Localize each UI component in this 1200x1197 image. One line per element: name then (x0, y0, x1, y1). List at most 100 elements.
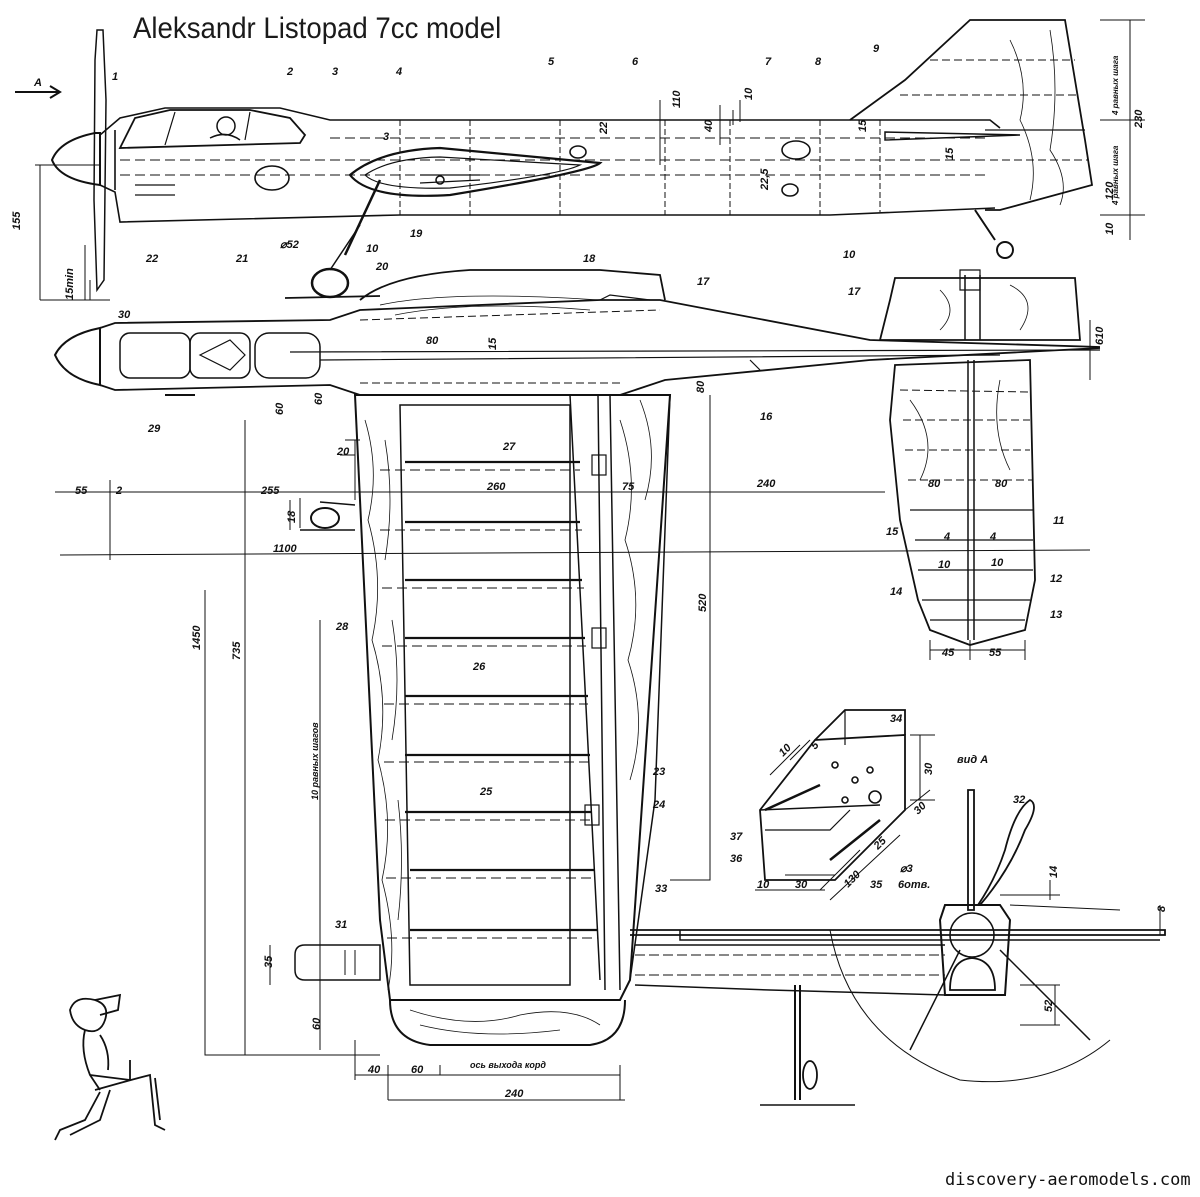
wing-dimensions (55, 320, 1091, 1101)
annotations: вид А А ось выхода корд 4 равных шага 4 … (33, 55, 1120, 1070)
dim-10b: 10 (1104, 222, 1116, 235)
cartoon-figure (54, 993, 166, 1141)
dim-4b: 4 (989, 531, 996, 543)
part-label-25: 25 (479, 786, 493, 798)
dim-25: 25 (871, 834, 889, 852)
dim-240b: 240 (504, 1088, 524, 1100)
dim-10g: 10 (757, 879, 770, 891)
dim-14: 14 (1048, 866, 1060, 878)
dim-8: 8 (1156, 905, 1168, 912)
dim-45: 45 (941, 647, 955, 659)
view-a-label: вид А (957, 754, 988, 766)
dim-230: 230 (1133, 109, 1145, 129)
part-label-17b: 17 (848, 286, 861, 298)
part-label-20: 20 (375, 261, 389, 273)
part-label-22: 22 (145, 253, 158, 265)
dim-255: 255 (260, 485, 280, 497)
side-view-fuselage (50, 19, 1094, 299)
arrow-a-label: А (33, 77, 42, 89)
part-label-31: 31 (335, 919, 347, 931)
equal-steps-label-top: 4 равных шага (1111, 55, 1120, 116)
part-label-3: 3 (332, 66, 338, 78)
dim-520: 520 (697, 593, 709, 612)
side-view-dimensions (35, 19, 1145, 301)
part-label-4: 4 (395, 66, 402, 78)
dim-6-holes: 6отв. (898, 879, 930, 891)
dim-15a: 15 (857, 119, 869, 132)
dim-40b: 40 (367, 1064, 381, 1076)
part-label-16: 16 (760, 411, 773, 423)
dim-735: 735 (231, 641, 243, 660)
part-label-27: 27 (502, 441, 516, 453)
dim-60b: 60 (274, 402, 286, 415)
part-label-12: 12 (1050, 573, 1062, 585)
dim-60c: 60 (311, 1017, 323, 1030)
dim-35a: 35 (263, 955, 275, 968)
dim-20: 20 (336, 446, 350, 458)
part-label-34: 34 (890, 713, 902, 725)
dim-80a: 80 (426, 335, 439, 347)
ten-steps-label: 10 равных шагов (310, 722, 320, 800)
part-label-21: 21 (235, 253, 248, 265)
tip-weight (294, 944, 381, 981)
view-a-arrow (15, 85, 62, 99)
cord-axis-label: ось выхода корд (470, 1060, 546, 1070)
part-label-24: 24 (652, 799, 665, 811)
part-label-6: 6 (632, 56, 639, 68)
dim-10a: 10 (743, 87, 755, 100)
part-label-17: 17 (697, 276, 710, 288)
part-label-9: 9 (873, 43, 880, 55)
part-label-26: 26 (472, 661, 486, 673)
part-label-2: 2 (286, 66, 293, 78)
dim-10e: 10 (991, 557, 1004, 569)
part-label-28: 28 (335, 621, 349, 633)
dim-75: 75 (622, 481, 635, 493)
dim-610: 610 (1094, 326, 1106, 345)
dim-260: 260 (486, 481, 506, 493)
top-view-fuselage (53, 269, 1101, 646)
dim-22-5: 22,5 (759, 168, 771, 191)
dim-30c: 30 (795, 879, 808, 891)
part-label-11: 11 (1053, 515, 1064, 527)
part-label-23: 23 (652, 766, 665, 778)
part-label-37: 37 (730, 831, 743, 843)
dim-3: 3 (383, 131, 389, 143)
dim-18: 18 (286, 510, 298, 523)
dim-80b: 80 (695, 380, 707, 393)
part-label-15: 15 (886, 526, 899, 538)
bellcrank-mount-detail (755, 709, 935, 901)
part-label-32: 32 (1013, 794, 1025, 806)
part-label-30: 30 (118, 309, 131, 321)
dim-60d: 60 (411, 1064, 424, 1076)
part-label-36: 36 (730, 853, 743, 865)
dim-4a: 4 (943, 531, 950, 543)
part-label-33: 33 (655, 883, 667, 895)
dim-120: 120 (1104, 181, 1116, 200)
part-number-labels: 1 2 3 4 5 6 7 8 9 10 11 12 13 14 15 16 1… (112, 43, 1064, 931)
part-label-35: 35 (870, 879, 883, 891)
dim-52: ⌀52 (280, 239, 299, 251)
dim-22: 22 (598, 122, 610, 135)
dimension-labels: 110 10 40 22 22,5 15 15 230 120 10 155 1… (11, 87, 1168, 1100)
dim-240a: 240 (756, 478, 776, 490)
dim-30a: 30 (923, 762, 935, 775)
site-footer: discovery-aeromodels.com (945, 1170, 1191, 1190)
part-label-29: 29 (147, 423, 161, 435)
dim-155: 155 (11, 211, 23, 230)
dim-10c: 10 (366, 243, 379, 255)
part-label-10: 10 (843, 249, 856, 261)
dim-110: 110 (671, 90, 683, 108)
dim-2: 2 (115, 485, 122, 497)
dim-1450: 1450 (191, 625, 203, 650)
page-title: Aleksandr Listopad 7cc model (133, 12, 502, 45)
part-label-5: 5 (548, 56, 555, 68)
dim-60a: 60 (313, 392, 325, 405)
dim-55a: 55 (75, 485, 88, 497)
dim-80d: 80 (995, 478, 1008, 490)
part-label-1: 1 (112, 71, 118, 83)
dim-15min: 15min (64, 268, 76, 300)
equal-steps-label-bottom: 4 равных шага (1111, 145, 1120, 206)
dim-10f: 10 (777, 741, 795, 759)
dim-40: 40 (703, 119, 715, 133)
